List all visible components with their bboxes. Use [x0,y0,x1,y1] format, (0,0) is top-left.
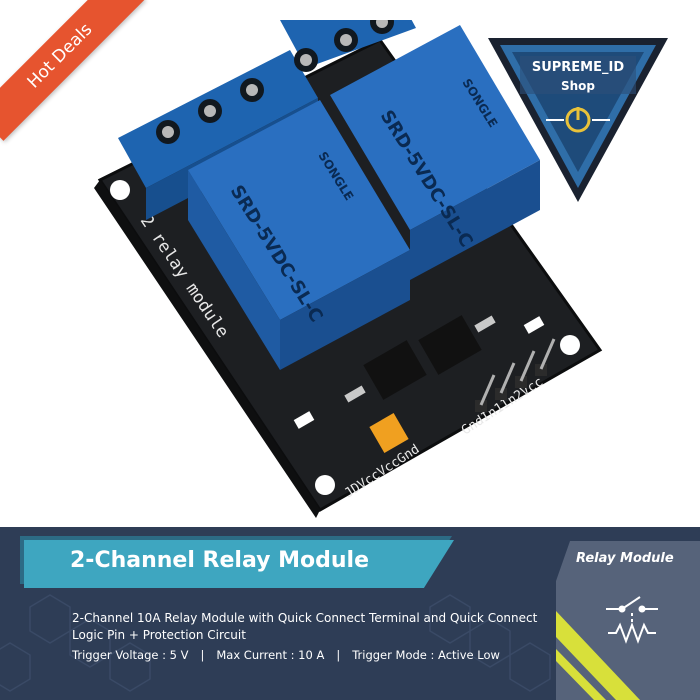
product-title: 2-Channel Relay Module [70,548,369,573]
shop-logo: SUPREME_ID Shop [486,36,670,206]
badge-label: Relay Module [576,551,674,566]
hexagon-pattern [0,594,551,692]
logo-subtitle: Shop [560,79,596,93]
product-specs: Trigger Voltage : 5 V | Max Current : 10 A… [72,648,552,662]
spec-trigger-mode: Trigger Mode : Active Low [352,648,500,662]
logo-name: SUPREME_ID [531,60,625,75]
relay-switch-icon [606,596,658,644]
relay-module-badge [556,541,700,700]
spec-separator: | [336,648,341,662]
spec-max-current: Max Current : 10 A [216,648,325,662]
product-description: 2-Channel 10A Relay Module with Quick Co… [72,611,538,642]
spec-trigger-voltage: Trigger Voltage : 5 V [72,648,189,662]
title-bar [24,540,454,588]
spec-separator: | [200,648,205,662]
info-banner: 2-Channel Relay Module 2-Channel 10A Rel… [0,527,700,700]
power-icon [546,107,610,133]
relay-module-photo: 2 relay module JDVccVccGnd GndIn1In2Vcc [80,20,620,520]
